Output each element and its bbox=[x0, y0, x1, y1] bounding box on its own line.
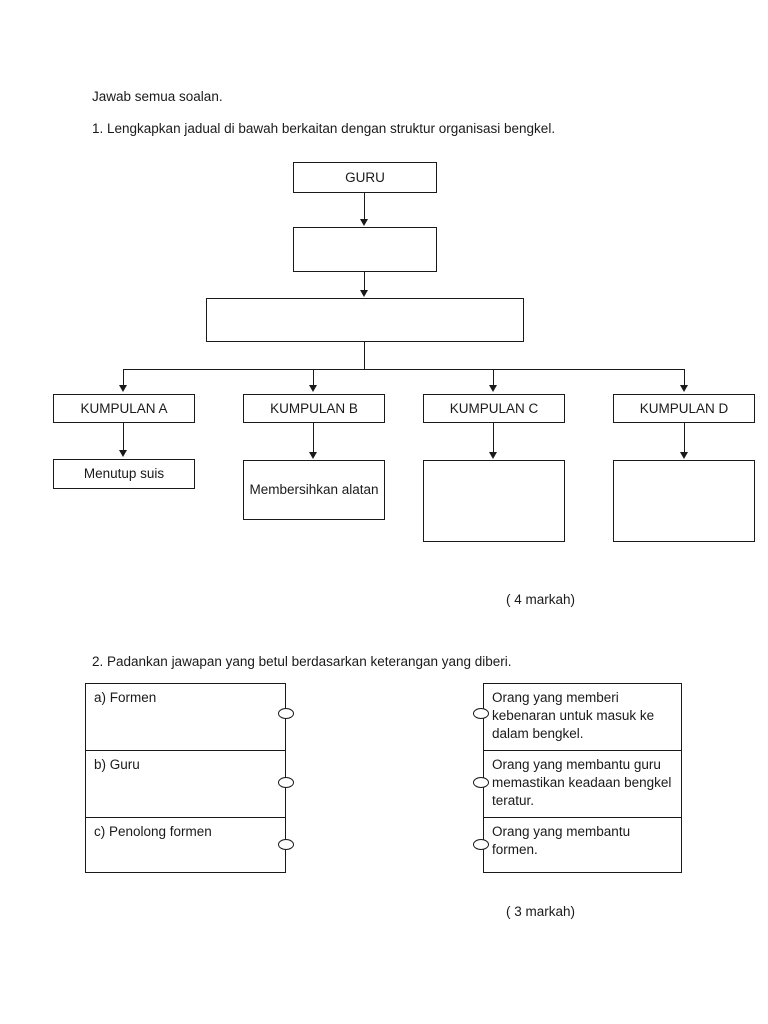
arrowhead-group-a bbox=[119, 385, 127, 392]
question-1-text: 1. Lengkapkan jadual di bawah berkaitan … bbox=[92, 121, 556, 136]
chart-box-kumpulan-a: KUMPULAN A bbox=[53, 394, 195, 423]
chart-box-task-b: Membersihkan alatan bbox=[243, 460, 385, 520]
arrowhead-level3 bbox=[360, 290, 368, 297]
matching-right-item-1[interactable]: Orang yang memberi kebenaran untuk masuk… bbox=[484, 684, 681, 751]
connector-guru-to-level2 bbox=[364, 193, 365, 220]
connector-a-to-task bbox=[123, 423, 124, 451]
connector-trunk bbox=[364, 342, 365, 370]
matching-right-item-2[interactable]: Orang yang membantu guru memastikan kead… bbox=[484, 751, 681, 818]
connector-knob-left-c[interactable] bbox=[278, 839, 294, 850]
arrowhead-group-b bbox=[309, 385, 317, 392]
chart-box-level2-blank[interactable] bbox=[293, 227, 437, 272]
chart-box-guru: GURU bbox=[293, 162, 437, 193]
connector-b-to-task bbox=[313, 423, 314, 453]
arrowhead-task-b bbox=[309, 452, 317, 459]
connector-bus bbox=[123, 369, 684, 370]
chart-box-level3-blank[interactable] bbox=[206, 298, 524, 342]
connector-drop-d bbox=[684, 369, 685, 386]
arrowhead-group-d bbox=[680, 385, 688, 392]
connector-drop-c bbox=[493, 369, 494, 386]
connector-drop-a bbox=[123, 369, 124, 386]
matching-left-item-c[interactable]: c) Penolong formen bbox=[94, 824, 212, 839]
arrowhead-group-c bbox=[489, 385, 497, 392]
arrowhead-task-a bbox=[119, 450, 127, 457]
connector-knob-right-2[interactable] bbox=[473, 777, 489, 788]
arrowhead-task-d bbox=[680, 452, 688, 459]
instruction-text: Jawab semua soalan. bbox=[92, 89, 223, 104]
chart-box-kumpulan-c: KUMPULAN C bbox=[423, 394, 565, 423]
question-1-marks: ( 4 markah) bbox=[506, 592, 576, 607]
connector-knob-right-3[interactable] bbox=[473, 839, 489, 850]
connector-level2-to-level3 bbox=[364, 272, 365, 291]
chart-box-kumpulan-d: KUMPULAN D bbox=[613, 394, 755, 423]
matching-left-item-b[interactable]: b) Guru bbox=[86, 751, 285, 818]
matching-left-column: a) Formen b) Guru c) Penolong formen bbox=[85, 683, 286, 873]
connector-knob-left-b[interactable] bbox=[278, 777, 294, 788]
chart-box-task-c-blank[interactable] bbox=[423, 460, 565, 542]
chart-box-task-d-blank[interactable] bbox=[613, 460, 755, 542]
connector-knob-right-1[interactable] bbox=[473, 708, 489, 719]
arrowhead-level2 bbox=[360, 219, 368, 226]
matching-left-item-a[interactable]: a) Formen bbox=[86, 684, 285, 751]
chart-box-kumpulan-b: KUMPULAN B bbox=[243, 394, 385, 423]
arrowhead-task-c bbox=[489, 452, 497, 459]
chart-box-task-a: Menutup suis bbox=[53, 459, 195, 489]
matching-right-item-3[interactable]: Orang yang membantu formen. bbox=[492, 824, 631, 857]
matching-right-column: Orang yang memberi kebenaran untuk masuk… bbox=[483, 683, 682, 873]
connector-drop-b bbox=[313, 369, 314, 386]
question-2-text: 2. Padankan jawapan yang betul berdasark… bbox=[92, 654, 512, 669]
connector-knob-left-a[interactable] bbox=[278, 708, 294, 719]
connector-c-to-task bbox=[493, 423, 494, 453]
connector-d-to-task bbox=[684, 423, 685, 453]
question-2-marks: ( 3 markah) bbox=[506, 904, 576, 919]
